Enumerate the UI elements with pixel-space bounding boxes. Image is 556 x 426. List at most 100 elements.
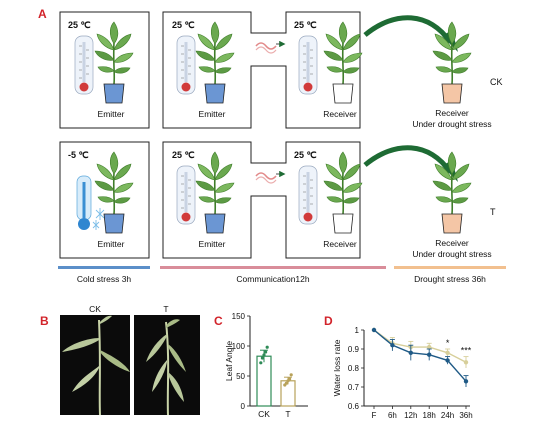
- data-point: [445, 358, 450, 363]
- plant-photo-t: [146, 319, 186, 416]
- final-caption-line1: Receiver: [435, 238, 469, 248]
- significance-marker: ***: [461, 346, 472, 356]
- box-caption: Receiver: [323, 239, 357, 249]
- y-tick-label: 100: [232, 342, 246, 351]
- pot-icon: [441, 83, 463, 104]
- x-tick-label: 12h: [404, 411, 417, 420]
- series-line-0: [373, 329, 467, 363]
- data-point: [260, 356, 264, 360]
- panel-letter-d: D: [324, 314, 333, 328]
- data-point: [463, 360, 469, 365]
- x-tick-label: T: [285, 409, 290, 419]
- temperature-label: 25 ℃: [172, 20, 195, 30]
- y-tick-label: 0.8: [348, 364, 360, 373]
- thermometer-icon: [73, 34, 95, 96]
- temperature-label: 25 ℃: [68, 20, 91, 30]
- pot-icon: [332, 213, 354, 234]
- box-caption: Emitter: [199, 109, 226, 119]
- pot-icon: [103, 213, 125, 234]
- box-caption: Receiver: [323, 109, 357, 119]
- volatile-wave-icon: [255, 42, 277, 50]
- temperature-label: 25 ℃: [294, 150, 317, 160]
- bar-t: [280, 380, 296, 407]
- x-tick-label: 36h: [459, 411, 472, 420]
- temperature-label: 25 ℃: [172, 150, 195, 160]
- pot-icon: [441, 213, 463, 234]
- panel-letter-c: C: [214, 314, 223, 328]
- row-label-ck: CK: [490, 77, 503, 87]
- thermometer-icon: [297, 164, 319, 226]
- y-tick-label: 50: [236, 372, 245, 381]
- data-point: [390, 343, 395, 348]
- x-tick-label: 6h: [388, 411, 397, 420]
- final-caption-line2: Under drought stress: [412, 119, 491, 129]
- photo-label-t: T: [163, 304, 168, 314]
- data-point: [265, 345, 269, 349]
- data-point: [289, 373, 293, 377]
- panel-a-row-ck: 25 ℃ Emitter 25 ℃ Emitter 25 ℃ Receiver …: [59, 11, 503, 129]
- data-point: [262, 353, 266, 357]
- box-caption: Emitter: [98, 109, 125, 119]
- y-axis-label: Leaf Angle: [224, 341, 234, 381]
- data-point: [288, 377, 292, 381]
- panel-b-photos: CK T: [60, 304, 200, 416]
- series-line-1: [373, 329, 467, 382]
- cold-thermometer-icon: [76, 175, 92, 230]
- curved-arrow-icon: [363, 145, 453, 174]
- y-tick-label: 1: [355, 326, 360, 335]
- y-axis-label: Water loss rate: [332, 339, 342, 396]
- significance-marker: *: [446, 338, 450, 348]
- row-label-t: T: [490, 207, 496, 217]
- y-tick-label: 0.6: [348, 402, 360, 411]
- snowflake-icon: [92, 208, 105, 230]
- y-tick-label: 0.7: [348, 383, 360, 392]
- y-tick-label: 0.9: [348, 345, 360, 354]
- y-tick-label: 150: [232, 312, 246, 321]
- x-tick-label: 18h: [423, 411, 436, 420]
- panel-a-row-t: -5 ℃ Emitter 25 ℃ Emitter 25 ℃ Receiver: [59, 141, 496, 259]
- final-caption-line1: Receiver: [435, 108, 469, 118]
- box-caption: Emitter: [98, 239, 125, 249]
- pot-icon: [103, 83, 125, 104]
- data-point: [371, 327, 377, 333]
- box-caption: Emitter: [199, 239, 226, 249]
- curved-arrow-icon: [363, 15, 453, 44]
- thermometer-icon: [175, 164, 197, 226]
- stage-label-communication: Communication12h: [236, 274, 310, 284]
- data-point: [427, 344, 432, 350]
- thermometer-icon: [175, 34, 197, 96]
- stage-timeline: Cold stress 3h Communication12h Drought …: [58, 266, 506, 284]
- data-point: [408, 350, 413, 355]
- stage-bar-drought: [394, 266, 506, 269]
- temperature-label: 25 ℃: [294, 20, 317, 30]
- stage-label-cold: Cold stress 3h: [77, 274, 132, 284]
- y-tick-label: 0: [241, 402, 246, 411]
- pot-icon: [204, 83, 226, 104]
- x-tick-label: F: [372, 411, 377, 420]
- x-tick-label: CK: [258, 409, 270, 419]
- stage-bar-cold: [58, 266, 150, 269]
- data-point: [463, 379, 469, 384]
- x-tick-label: 24h: [441, 411, 454, 420]
- panel-letter-b: B: [40, 314, 49, 328]
- data-point: [427, 352, 432, 357]
- volatile-wave-icon: [255, 172, 277, 180]
- photo-label-ck: CK: [89, 304, 101, 314]
- panel-letter-a: A: [38, 7, 47, 21]
- stage-label-drought: Drought stress 36h: [414, 274, 486, 284]
- stage-bar-communication: [160, 266, 386, 269]
- plant-photo-ck: [62, 315, 130, 416]
- thermometer-icon: [297, 34, 319, 96]
- final-caption-line2: Under drought stress: [412, 249, 491, 259]
- data-point: [445, 350, 450, 355]
- data-point: [284, 381, 288, 385]
- pot-icon: [332, 83, 354, 104]
- data-point: [259, 361, 263, 365]
- pot-icon: [204, 213, 226, 234]
- data-point: [264, 350, 268, 354]
- bar-ck: [256, 355, 272, 407]
- temperature-label: -5 ℃: [68, 150, 89, 160]
